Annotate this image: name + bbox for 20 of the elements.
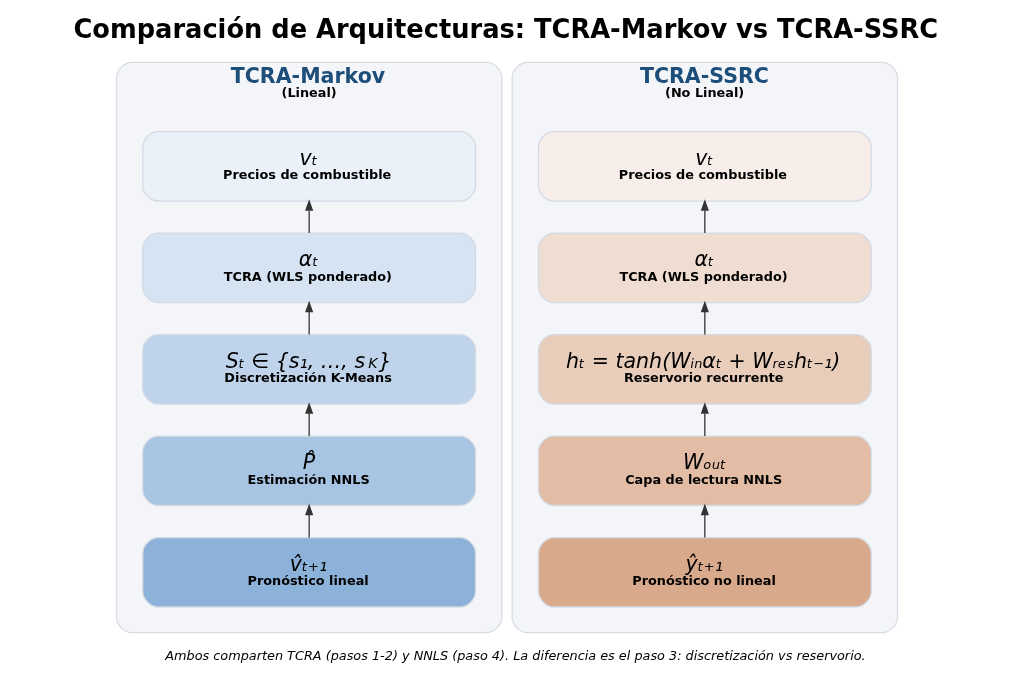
node-box: αₜ TCRA (WLS ponderado)	[537, 232, 872, 304]
node-box: ŷₜ₊₁ Pronóstico no lineal	[537, 537, 872, 608]
arrow	[700, 503, 709, 539]
arrow	[305, 402, 314, 437]
node-box: Wₒᵤₜ Capa de lectura NNLS	[537, 435, 872, 507]
arrow	[700, 199, 709, 234]
arrow	[305, 300, 314, 336]
node-box: αₜ TCRA (WLS ponderado)	[142, 232, 477, 304]
arrow	[700, 402, 709, 437]
node-box: P̂ Estimación NNLS	[142, 435, 477, 507]
arrow	[305, 199, 314, 234]
node-box: vₜ Precios de combustible	[142, 131, 477, 202]
label: Ambos comparten TCRA (pasos 1-2) y NNLS (paso 4). La diferencia es el paso 3: discretización vs reservorio.	[165, 647, 866, 663]
node-box: v̂ₜ₊₁ Pronóstico lineal	[142, 537, 477, 608]
arrow	[700, 300, 709, 336]
node-box: vₜ Precios de combustible	[537, 131, 872, 202]
diagram-title: Comparación de Arquitecturas: TCRA-Markov vs TCRA-SSRC	[73, 13, 939, 44]
node-box: hₜ = tanh(Wᵢₙαₜ + Wᵣₑₛhₜ₋₁) Reservorio recurrente	[537, 334, 872, 405]
node-box: Sₜ ∈ {s₁, …, sK} Discretización K-Means	[142, 334, 477, 405]
arrow	[305, 503, 314, 539]
